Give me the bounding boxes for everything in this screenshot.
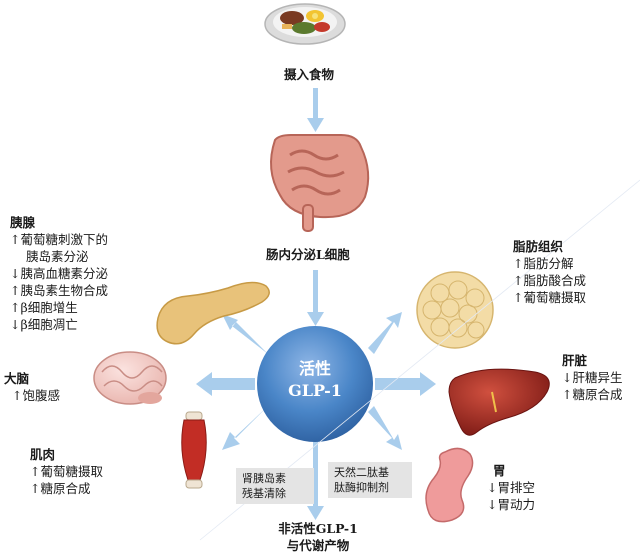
liver-effect: ↓肝糖异生 xyxy=(562,370,623,385)
pancreas-effect: ↓β细胞凋亡 xyxy=(10,317,78,332)
dpp4-box: 天然二肽基 肽酶抑制剂 xyxy=(328,462,412,498)
pancreas-effects: ↑葡萄糖刺激下的 胰岛素分泌 ↓胰高血糖素分泌 ↑胰岛素生物合成 ↑β细胞增生 … xyxy=(10,231,108,333)
liver-icon xyxy=(448,368,550,436)
arrow-to-intestine xyxy=(307,88,324,132)
arrow-to-stomach xyxy=(368,406,402,450)
pancreas-icon xyxy=(156,281,270,345)
muscle-effects: ↑葡萄糖摄取 ↑糖原合成 xyxy=(30,463,103,497)
stomach-title: 胃 xyxy=(493,463,506,478)
adipose-title: 脂肪组织 xyxy=(513,239,564,254)
arrow-to-products xyxy=(313,428,318,506)
arrow-to-liver xyxy=(375,372,436,396)
brain-block: 大脑 ↑饱腹感 xyxy=(4,370,60,404)
dpp4-line2: 肽酶抑制剂 xyxy=(334,481,389,494)
arrow-to-center xyxy=(307,270,324,326)
stomach-block: 胃 ↓胃排空 ↓胃动力 xyxy=(487,462,535,513)
renal-line1: 肾胰岛素 xyxy=(242,472,286,485)
stomach-icon xyxy=(425,447,474,523)
product-line2: 与代谢产物 xyxy=(286,538,350,553)
pancreas-effect: ↑β细胞增生 xyxy=(10,300,78,315)
renal-line2: 残基清除 xyxy=(242,487,286,500)
stomach-effect: ↓胃排空 xyxy=(487,480,535,495)
arrow-to-pancreas xyxy=(222,314,268,354)
adipose-tissue-icon xyxy=(416,271,494,349)
muscle-title: 肌肉 xyxy=(30,447,56,462)
brain-title: 大脑 xyxy=(4,371,30,386)
renal-clearance-box: 肾胰岛素 残基清除 xyxy=(236,468,314,504)
pancreas-effect: ↓胰高血糖素分泌 xyxy=(10,266,108,281)
muscle-effect: ↑糖原合成 xyxy=(30,481,91,496)
active-glp1-circle xyxy=(257,326,373,442)
stomach-effect: ↓胃动力 xyxy=(487,497,535,512)
adipose-effects: ↑脂肪分解 ↑脂肪酸合成 ↑葡萄糖摄取 xyxy=(513,255,586,306)
center-label: 活性 GLP-1 xyxy=(257,358,373,402)
muscle-icon xyxy=(181,411,207,489)
adipose-effect: ↑脂肪分解 xyxy=(513,256,574,271)
product-line1: 非活性GLP-1 xyxy=(278,521,358,536)
pancreas-block: 胰腺 ↑葡萄糖刺激下的 胰岛素分泌 ↓胰高血糖素分泌 ↑胰岛素生物合成 ↑β细胞… xyxy=(10,214,108,333)
dpp4-line1: 天然二肽基 xyxy=(334,466,389,479)
brain-effect: ↑饱腹感 xyxy=(12,388,60,403)
liver-title: 肝脏 xyxy=(562,353,588,368)
pancreas-effect: ↑胰岛素生物合成 xyxy=(10,283,108,298)
muscle-effect: ↑葡萄糖摄取 xyxy=(30,464,103,479)
intestine-icon xyxy=(270,134,370,232)
intake-label: 摄入食物 xyxy=(284,67,335,82)
l-cell-label: 肠内分泌L细胞 xyxy=(266,247,350,262)
adipose-effect: ↑脂肪酸合成 xyxy=(513,273,586,288)
pancreas-effect: ↑葡萄糖刺激下的 xyxy=(10,232,108,247)
stomach-effects: ↓胃排空 ↓胃动力 xyxy=(487,479,535,513)
adipose-effect: ↑葡萄糖摄取 xyxy=(513,290,586,305)
arrow-to-adipose xyxy=(368,312,402,354)
liver-block: 肝脏 ↓肝糖异生 ↑糖原合成 xyxy=(562,352,622,403)
arrow-to-brain xyxy=(196,372,255,396)
product-block: 非活性GLP-1 与代谢产物 xyxy=(270,520,366,554)
liver-effect: ↑糖原合成 xyxy=(562,387,623,402)
arrow-to-muscle xyxy=(222,406,268,450)
brain-icon xyxy=(93,351,167,405)
pancreas-effect: 胰岛素分泌 xyxy=(26,249,89,264)
pancreas-title: 胰腺 xyxy=(10,215,36,230)
adipose-block: 脂肪组织 ↑脂肪分解 ↑脂肪酸合成 ↑葡萄糖摄取 xyxy=(513,238,586,306)
liver-effects: ↓肝糖异生 ↑糖原合成 xyxy=(562,369,622,403)
food-plate-icon xyxy=(264,3,346,45)
muscle-block: 肌肉 ↑葡萄糖摄取 ↑糖原合成 xyxy=(30,446,103,497)
center-line1: 活性 xyxy=(298,359,331,378)
radiating-arrows xyxy=(196,312,436,520)
center-line2: GLP-1 xyxy=(288,381,342,400)
brain-effects: ↑饱腹感 xyxy=(4,387,60,404)
